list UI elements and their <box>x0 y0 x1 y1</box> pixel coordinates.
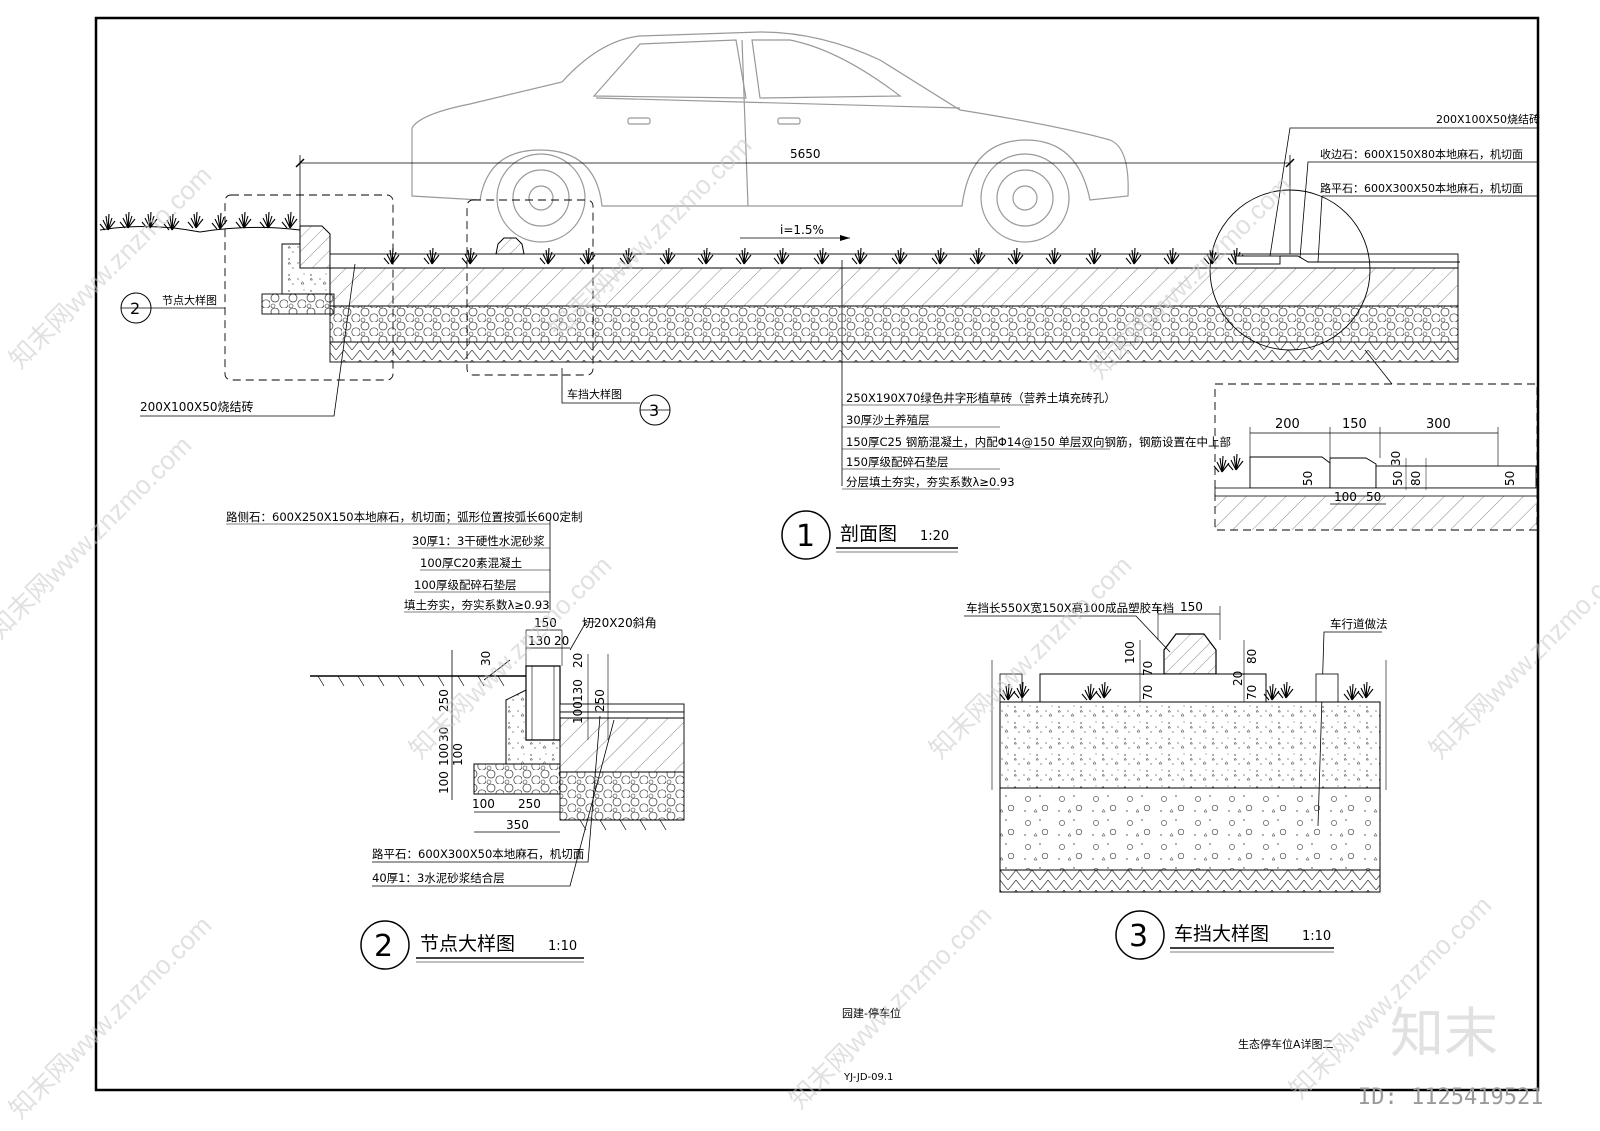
soil-layer <box>329 341 1459 363</box>
layer-note-5: 分层填土夯实，夯实系数λ≥0.93 <box>846 475 1015 489</box>
detail2-curb-stone <box>525 665 561 741</box>
detail2-note-1: 路侧石：600X250X150本地麻石，机切面；弧形位置按弧长600定制 <box>226 510 583 524</box>
detail3-title-text: 车挡大样图 <box>1174 923 1269 945</box>
detail3-rvdim-80: 80 <box>1245 649 1259 664</box>
left-brick-label: 200X100X50烧结砖 <box>140 399 254 414</box>
detail3-rvdim-70: 70 <box>1245 685 1259 700</box>
inset-vdim-3: 50 <box>1391 471 1405 486</box>
detail2-vdim-100a: 100 <box>437 743 451 766</box>
detail2-bottom-note-1: 路平石：600X300X50本地麻石，机切面 <box>372 847 584 861</box>
layer-note-2: 30厚沙土养殖层 <box>846 413 930 427</box>
detail3-vdim-100: 100 <box>1123 641 1137 664</box>
detail2-note-5: 填土夯实，夯实系数λ≥0.93 <box>404 598 550 612</box>
callout-2-num: 2 <box>130 299 140 318</box>
detail-2-drawing: 路侧石：600X250X150本地麻石，机切面；弧形位置按弧长600定制 30厚… <box>226 510 685 970</box>
detail3-dim-150: 150 <box>1180 600 1203 614</box>
right-note-3: 路平石：600X300X50本地麻石，机切面 <box>1320 181 1523 195</box>
detail2-vdim-100b: 100 <box>451 743 465 766</box>
inset-dim-300: 300 <box>1426 417 1451 432</box>
detail2-note-4: 100厚级配碎石垫层 <box>414 578 516 592</box>
detail2-vdim-100c: 100 <box>437 771 451 794</box>
detail2-dim-150: 150 <box>534 616 557 630</box>
inset-bdim-50: 50 <box>1366 490 1381 504</box>
detail-circle-inset <box>1209 189 1371 351</box>
watermark-text-1: 知末网www.znzmo.com <box>3 160 217 374</box>
inset-dim-150: 150 <box>1342 417 1367 432</box>
watermark-text-9: 知末网www.znzmo.com <box>1423 550 1600 764</box>
detail-box-3 <box>466 199 594 376</box>
detail3-vdim-70a: 70 <box>1141 661 1155 676</box>
section-drawing: 5650 i=1.5% <box>99 31 1540 560</box>
watermark-text-8: 知末网www.znzmo.com <box>1283 890 1497 1104</box>
car-outline <box>411 31 1129 243</box>
detail2-note-2: 30厚1：3干硬性水泥砂浆 <box>412 534 545 548</box>
inset-vdim-2: 30 <box>1389 451 1403 466</box>
car-stop-block <box>495 237 525 255</box>
watermark-id: ID: 1125419521 <box>1358 1085 1543 1110</box>
detail2-title-text: 节点大样图 <box>420 933 515 955</box>
watermark-text-2: 知末网www.znzmo.com <box>0 430 197 644</box>
inset-vdim-5: 50 <box>1503 471 1517 486</box>
section-title-scale: 1:20 <box>920 529 949 544</box>
detail2-vdim-30b: 30 <box>437 727 451 742</box>
detail2-dim-20: 20 <box>554 634 569 648</box>
detail2-bottom-note-2: 40厚1：3水泥砂浆结合层 <box>372 871 505 885</box>
dimension-total-text: 5650 <box>790 147 821 161</box>
inset-vdim-1: 50 <box>1301 471 1315 486</box>
detail3-rvdim-20: 20 <box>1231 671 1245 686</box>
detail3-vdim-70b: 70 <box>1141 685 1155 700</box>
detail2-vdim-250: 250 <box>437 689 451 712</box>
grass-left <box>99 211 301 233</box>
inset-vdim-4: 80 <box>1409 471 1423 486</box>
gravel-layer <box>329 305 1459 343</box>
detail2-title-num: 2 <box>374 929 393 964</box>
layer-notes: 250X190X70绿色井字形植草砖（营养土填充砖孔） 30厚沙土养殖层 150… <box>842 391 1231 490</box>
callout-node-label: 节点大样图 <box>162 293 217 307</box>
detail2-rvdim-20: 20 <box>571 653 585 668</box>
callout-3-num: 3 <box>649 401 659 420</box>
footer-center-label: 园建-停车位 <box>842 1006 901 1020</box>
detail-3-drawing: 车挡长550X宽150X高100成品塑胶车档 车行道做法 150 100 70 … <box>964 600 1388 960</box>
detail-box-2 <box>224 194 394 381</box>
detail2-bdim-350: 350 <box>506 818 529 832</box>
section-title-num: 1 <box>796 519 815 554</box>
right-note-1: 200X100X50烧结砖 <box>1436 112 1540 126</box>
detail2-rvdim-250: 250 <box>593 689 607 712</box>
detail2-note-3: 100厚C20素混凝土 <box>420 556 522 570</box>
concrete-layer <box>329 267 1459 307</box>
detail3-note-left: 车挡长550X宽150X高100成品塑胶车档 <box>966 601 1174 615</box>
detail2-bdim-250: 250 <box>518 797 541 811</box>
section-title: 1 剖面图 1:20 <box>781 510 958 560</box>
dimension-5650: 5650 <box>295 147 1295 258</box>
watermark-logo: 知末 <box>1390 1004 1498 1064</box>
detail2-title-scale: 1:10 <box>548 939 577 954</box>
curb-stone <box>299 225 331 269</box>
detail3-title-num: 3 <box>1129 919 1148 954</box>
sheet-frame <box>94 16 1540 1092</box>
detail2-vdim-30a: 30 <box>479 651 493 666</box>
car-stop-callout-label: 车挡大样图 <box>567 387 622 401</box>
detail2-chamfer-note: 切20X20斜角 <box>582 616 657 630</box>
watermark-text-10: 知末网www.znzmo.com <box>3 910 217 1124</box>
inset-bdim-100: 100 <box>1334 490 1357 504</box>
detail3-car-stop <box>1163 633 1217 675</box>
detail3-title-scale: 1:10 <box>1302 929 1331 944</box>
right-edge-notes: 200X100X50烧结砖 收边石：600X150X80本地麻石，机切面 路平石… <box>1269 112 1540 263</box>
layer-note-1: 250X190X70绿色井字形植草砖（营养土填充砖孔） <box>846 391 1116 405</box>
detail2-rvdim-130: 130 <box>571 679 585 702</box>
detail2-rvdim-100: 100 <box>571 701 585 724</box>
detail2-bdim-100: 100 <box>472 797 495 811</box>
footer-drawing-code: YJ-JD-09.1 <box>843 1072 893 1083</box>
layer-note-3: 150厚C25 钢筋混凝土，内配Φ14@150 单层双向钢筋，钢筋设置在中上部 <box>846 435 1231 449</box>
right-note-2: 收边石：600X150X80本地麻石，机切面 <box>1320 147 1523 161</box>
section-title-text: 剖面图 <box>840 523 897 545</box>
detail2-dim-130: 130 <box>528 634 551 648</box>
inset-detail: 200 150 300 50 30 50 80 50 100 50 <box>1213 349 1538 531</box>
inset-dim-200: 200 <box>1275 417 1300 432</box>
layer-note-4: 150厚级配碎石垫层 <box>846 455 948 469</box>
footer-right-label: 生态停车位A详图二 <box>1238 1037 1334 1051</box>
detail3-note-right: 车行道做法 <box>1330 617 1388 631</box>
slope-text: i=1.5% <box>780 223 824 237</box>
